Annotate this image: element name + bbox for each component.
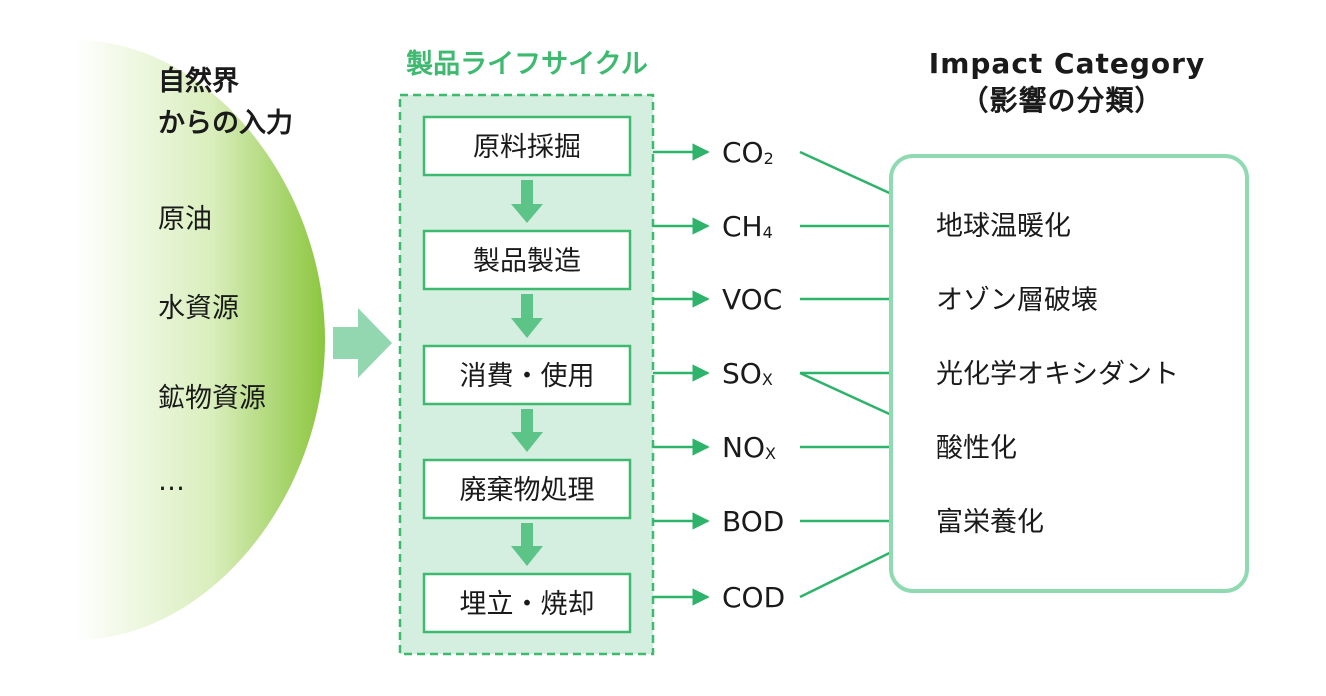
stage-manufacturing: 製品製造 xyxy=(422,229,632,291)
down-arrow-1 xyxy=(511,180,543,223)
stage-box xyxy=(422,572,632,634)
stage-label: 廃棄物処理 xyxy=(460,475,595,506)
impact-category-box xyxy=(889,154,1249,593)
nature-item-crude-oil: 原油 xyxy=(158,204,212,235)
substance-base: CO xyxy=(722,136,764,169)
substance-labels: CO2 CH4 VOC SOX NOX BOD COD xyxy=(722,136,785,614)
stage-landfill-incineration: 埋立・焼却 xyxy=(422,572,632,634)
impact-title-line1: Impact Category xyxy=(929,47,1205,80)
stage-box xyxy=(422,115,632,177)
input-flow-arrow xyxy=(333,308,392,378)
stage-waste-treatment: 廃棄物処理 xyxy=(422,458,632,520)
substance-co2: CO2 xyxy=(722,136,774,169)
impact-eutrophication: 富栄養化 xyxy=(936,507,1044,538)
impact-global-warming: 地球温暖化 xyxy=(936,211,1071,242)
nature-title-line1: 自然界 xyxy=(158,65,239,97)
substance-base: CH xyxy=(722,210,763,243)
stage-down-arrows xyxy=(511,180,543,566)
substance-nox: NOX xyxy=(722,431,776,464)
down-arrow-3 xyxy=(511,409,543,452)
substance-subscript: X xyxy=(765,444,776,463)
stage-label: 原料採掘 xyxy=(473,132,581,163)
substance-base: COD xyxy=(722,581,785,614)
down-arrow-2 xyxy=(511,294,543,338)
nature-title-line2: からの入力 xyxy=(158,108,293,139)
stage-label: 埋立・焼却 xyxy=(460,589,595,620)
impact-title-line2: （影響の分類） xyxy=(960,84,1163,117)
substance-base: BOD xyxy=(722,505,784,538)
stage-label: 製品製造 xyxy=(473,246,581,277)
nature-item-ellipsis: … xyxy=(158,466,185,497)
nature-item-minerals: 鉱物資源 xyxy=(158,383,266,414)
impact-acidification: 酸性化 xyxy=(936,433,1017,464)
substance-base: SO xyxy=(722,357,762,390)
impact-items: 地球温暖化 オゾン層破壊 光化学オキシダント 酸性化 富栄養化 xyxy=(936,211,1179,538)
substance-subscript: 2 xyxy=(764,149,774,168)
stage-box xyxy=(422,229,632,291)
stage-consumption-use: 消費・使用 xyxy=(422,344,632,406)
substance-bod: BOD xyxy=(722,505,784,538)
impact-ozone-depletion: オゾン層破壊 xyxy=(936,285,1098,316)
lifecycle-title: 製品ライフサイクル xyxy=(406,49,648,80)
emission-arrows xyxy=(653,143,710,606)
nature-item-water: 水資源 xyxy=(158,293,239,324)
substance-base: VOC xyxy=(722,283,782,316)
stage-box xyxy=(422,344,632,406)
substance-cod: COD xyxy=(722,581,785,614)
substance-sox: SOX xyxy=(722,357,773,390)
substance-ch4: CH4 xyxy=(722,210,773,243)
substance-subscript: 4 xyxy=(763,223,773,242)
nature-shape xyxy=(75,40,325,640)
substance-voc: VOC xyxy=(722,283,782,316)
stage-box xyxy=(422,458,632,520)
down-arrow-4 xyxy=(511,523,543,566)
stage-label: 消費・使用 xyxy=(460,361,595,392)
impact-photochemical-oxidant: 光化学オキシダント xyxy=(936,359,1179,390)
nature-input-region: 自然界 からの入力 原油 水資源 鉱物資源 … xyxy=(75,40,325,640)
lifecycle-stages: 原料採掘 製品製造 消費・使用 廃棄物処理 埋立・焼却 xyxy=(422,115,632,634)
substance-base: NO xyxy=(722,431,765,464)
substance-subscript: X xyxy=(762,370,773,389)
stage-raw-material-extraction: 原料採掘 xyxy=(422,115,632,177)
